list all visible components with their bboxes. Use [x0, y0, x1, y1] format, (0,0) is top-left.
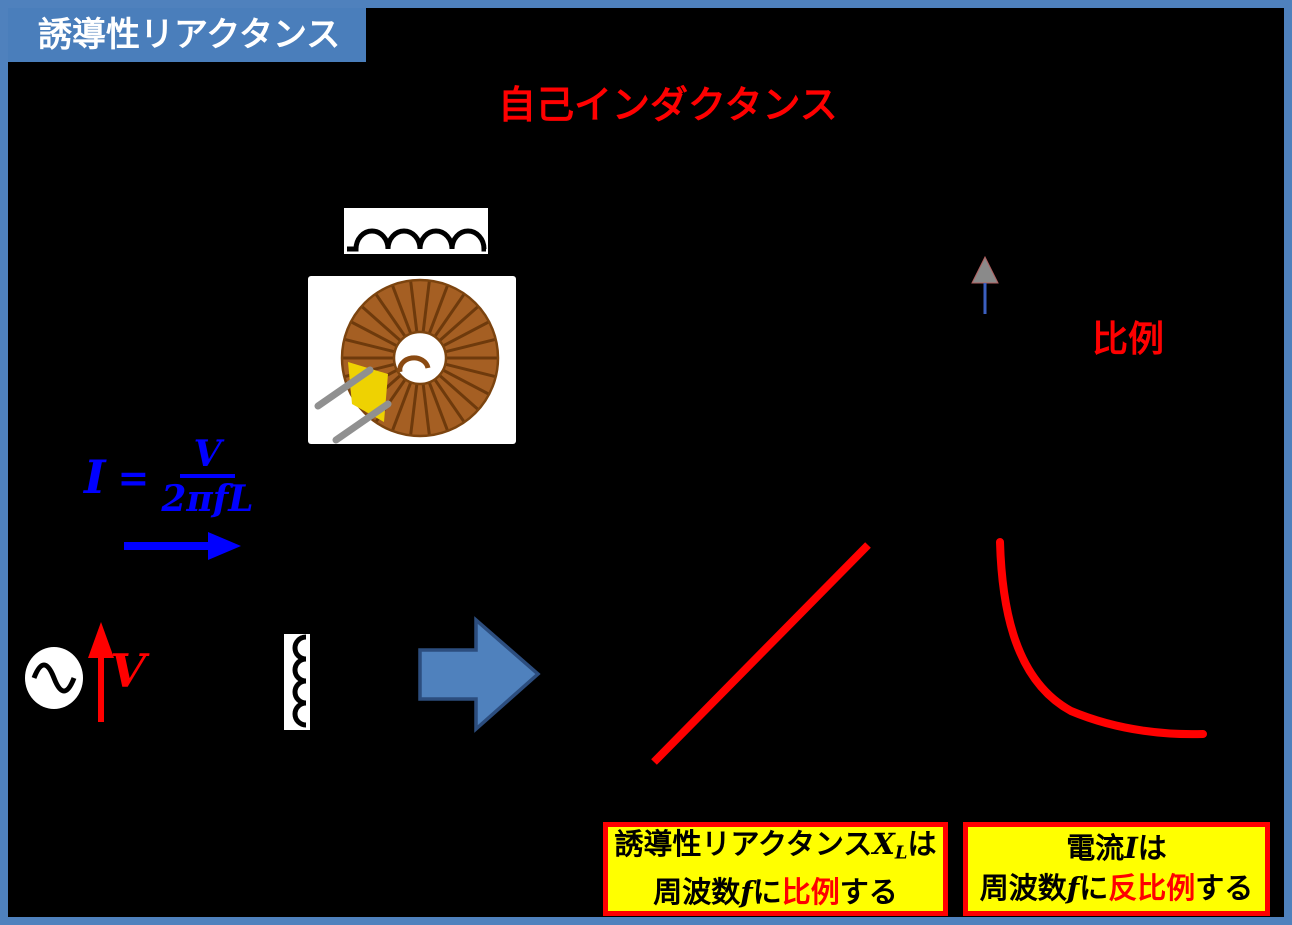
keyword-proportional: 比例 [1092, 318, 1165, 359]
formula-fraction: V 2πfL [161, 434, 253, 520]
formula-equals: = [117, 454, 150, 500]
current-formula: I = V 2πfL [84, 434, 254, 520]
callout-line: 周波数fに比例する [608, 873, 943, 913]
right-block-arrow-icon [418, 616, 541, 733]
voltage-arrow-icon [88, 622, 114, 722]
callout-text: に [1079, 873, 1109, 905]
callout-text: する [1195, 873, 1254, 905]
callout-highlight: 比例 [781, 876, 840, 909]
formula-lhs: I [84, 450, 106, 504]
voltage-label: V [110, 644, 146, 698]
formula-numerator: V [179, 434, 236, 478]
inductor-lead [314, 366, 374, 410]
reactance-vs-frequency-graph [651, 542, 871, 765]
callout-line: 誘導性リアクタンスXLは [608, 825, 943, 872]
ac-source-icon [25, 647, 83, 709]
current-vs-frequency-graph [996, 538, 1207, 739]
callout-reactance-proportional: 誘導性リアクタンスXLは 周波数fに比例する [603, 822, 948, 916]
inductor-lead [332, 400, 392, 444]
callout-text: は [1137, 833, 1167, 865]
callout-line: 周波数fに反比例する [968, 869, 1265, 909]
variable-XL: X [872, 827, 895, 862]
variable-f: f [740, 874, 753, 909]
callout-highlight: 反比例 [1108, 873, 1196, 905]
inductor-symbol-icon [344, 208, 488, 254]
page-title: 誘導性リアクタンス [8, 8, 366, 62]
up-arrow-icon [971, 255, 999, 314]
callout-text: に [752, 876, 782, 909]
formula-denominator: 2πfL [161, 478, 254, 520]
callout-text: 誘導性リアクタンス [614, 829, 873, 862]
variable-XL-sub: L [894, 842, 908, 864]
formula-arrow-icon [124, 532, 241, 560]
keyword-self-inductance: 自己インダクタンス [498, 85, 838, 127]
callout-line: 電流Iは [968, 829, 1265, 869]
callout-text: 電流 [1066, 833, 1125, 865]
circuit-inductor-symbol-icon [284, 634, 310, 730]
variable-f: f [1066, 871, 1080, 905]
variable-I: I [1124, 831, 1138, 865]
callout-text: は [907, 829, 937, 862]
callout-text: 周波数 [653, 876, 741, 909]
callout-text: する [839, 876, 898, 909]
toroidal-inductor-photo [308, 276, 516, 444]
callout-current-inverse: 電流Iは 周波数fに反比例する [963, 822, 1270, 916]
callout-text: 周波数 [979, 873, 1067, 905]
